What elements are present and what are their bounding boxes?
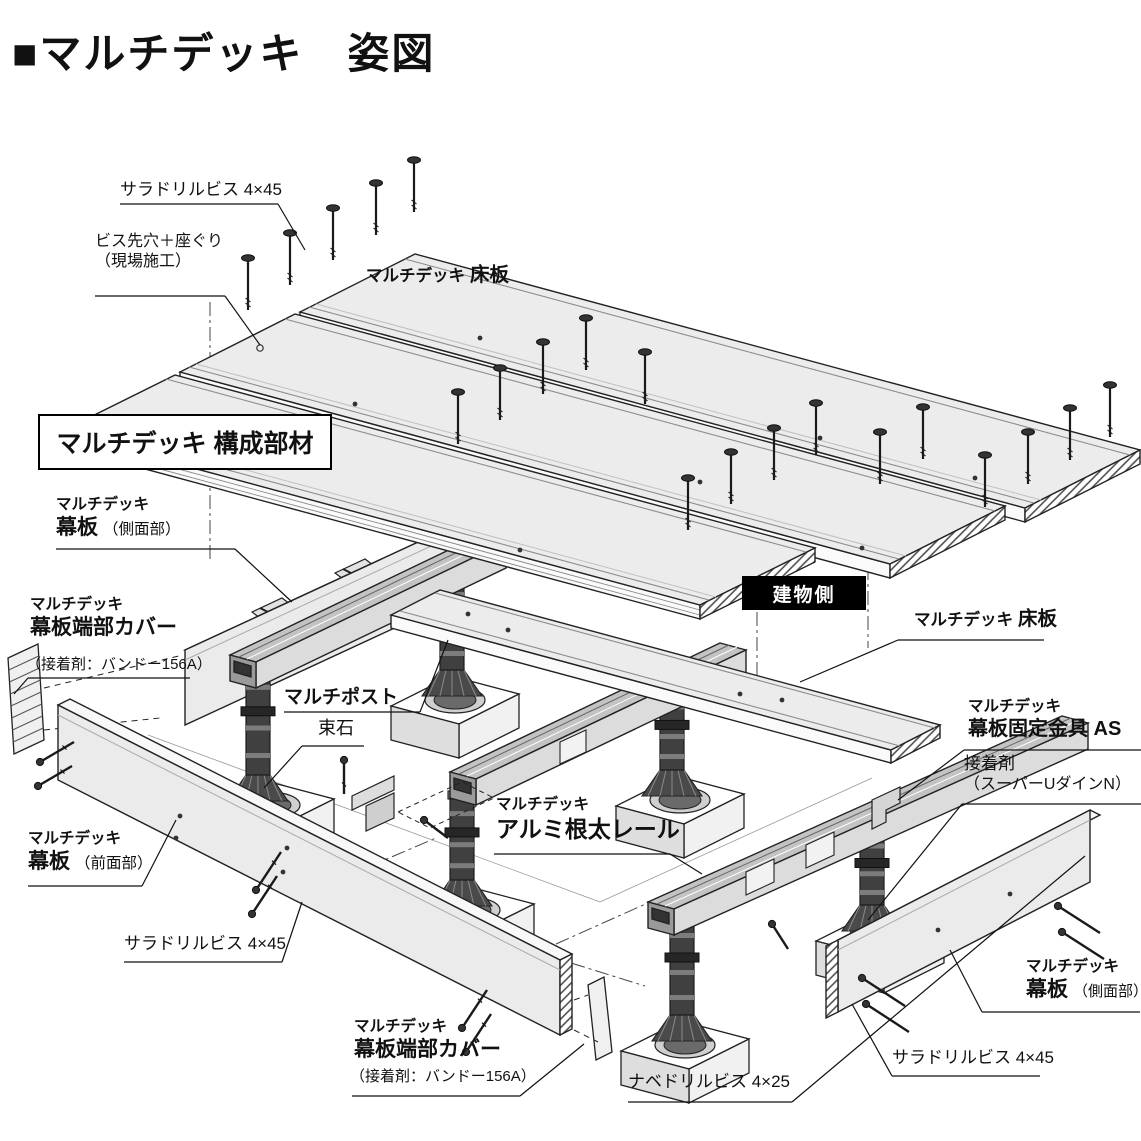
label-plank-right-brand: マルチデッキ: [914, 611, 1013, 629]
screws: [33, 740, 1105, 1057]
label-cover-bottom-name: 幕板端部カバー: [354, 1037, 501, 1061]
page-title: ■マルチデッキ 姿図: [12, 30, 436, 77]
label-fascia-side-right: マルチデッキ 幕板 （側面部）: [1026, 958, 1141, 1003]
label-cover-left: マルチデッキ 幕板端部カバー: [30, 596, 177, 641]
label-adhesive-line1: 接着剤: [964, 754, 1015, 773]
label-adhesive-line2: （スーパーUダインN）: [964, 775, 1131, 793]
label-screw-sara-bottom-right: サラドリルビス 4×45: [892, 1048, 1055, 1067]
label-multipost: マルチポスト: [284, 687, 399, 708]
aluminum-joist-rail-1: [227, 534, 509, 690]
label-cover-left-name: 幕板端部カバー: [30, 615, 177, 639]
fascia-side-right-board: [825, 808, 1102, 1020]
label-fascia-front-sub: （前面部）: [75, 854, 153, 872]
fascia-end-cap-bottom: [573, 975, 613, 1062]
fascia-fixing-bracket-as: [351, 775, 901, 832]
label-plank-right-name: 床板: [1018, 608, 1058, 630]
building-side-box: 建物側: [742, 576, 866, 610]
label-pilot-line1: ビス先穴＋座ぐり: [95, 233, 224, 250]
label-plank-top: マルチデッキ 床板: [366, 264, 509, 288]
label-fascia-front: マルチデッキ 幕板 （前面部）: [28, 830, 153, 875]
label-rail-name: アルミ根太レール: [496, 815, 680, 842]
aluminum-joist-rail-3: [645, 715, 1091, 937]
label-bracket-brand: マルチデッキ: [968, 698, 1062, 715]
label-cover-left-brand: マルチデッキ: [30, 596, 124, 613]
label-cover-bottom: マルチデッキ 幕板端部カバー: [354, 1018, 501, 1063]
vertical-screws: [241, 156, 1117, 530]
label-fascia-side-left-brand: マルチデッキ: [56, 496, 150, 513]
label-cover-left-adhesive: （接着剤：バンドー156A）: [26, 656, 212, 673]
label-tsukaishi: 束石: [318, 718, 354, 738]
label-pilot-hole: ビス先穴＋座ぐり （現場施工）: [95, 232, 223, 271]
label-cover-bottom-adhesive: （接着剤：バンドー156A）: [350, 1068, 536, 1085]
label-plank-top-brand: マルチデッキ: [366, 267, 465, 285]
label-rail-brand: マルチデッキ: [496, 796, 590, 813]
label-fascia-side-right-name: 幕板: [1026, 977, 1068, 1001]
label-plank-right: マルチデッキ 床板: [914, 608, 1057, 632]
label-fascia-side-left-sub: （側面部）: [103, 520, 181, 538]
label-cover-bottom-brand: マルチデッキ: [354, 1018, 448, 1035]
deck-plank-right: [389, 589, 942, 765]
fascia-mounting-clips: [250, 558, 375, 619]
label-fascia-side-right-sub: （側面部）: [1073, 982, 1141, 1000]
label-bracket-as: マルチデッキ 幕板固定金具 AS: [968, 698, 1121, 741]
label-fascia-side-left-name: 幕板: [56, 515, 98, 539]
label-leader-lines: [13, 203, 1141, 1103]
label-pilot-line2: （現場施工）: [95, 252, 192, 270]
label-screw-sara-top: サラドリルビス 4×45: [120, 180, 283, 199]
label-screw-nabe: ナベドリルビス 4×25: [628, 1072, 791, 1091]
label-fascia-front-name: 幕板: [28, 849, 70, 873]
label-fascia-side-left: マルチデッキ 幕板 （側面部）: [56, 496, 181, 541]
components-box-label: マルチデッキ 構成部材: [38, 414, 332, 470]
label-fascia-side-right-brand: マルチデッキ: [1026, 958, 1120, 975]
fascia-front-board: [56, 698, 574, 1037]
label-plank-top-name: 床板: [470, 264, 510, 286]
label-screw-sara-bottom-left: サラドリルビス 4×45: [124, 934, 287, 953]
label-fascia-front-brand: マルチデッキ: [28, 830, 122, 847]
label-adhesive: 接着剤 （スーパーUダインN）: [964, 754, 1131, 794]
label-rail: マルチデッキ アルミ根太レール: [496, 796, 680, 843]
label-bracket-name: 幕板固定金具 AS: [968, 717, 1122, 740]
